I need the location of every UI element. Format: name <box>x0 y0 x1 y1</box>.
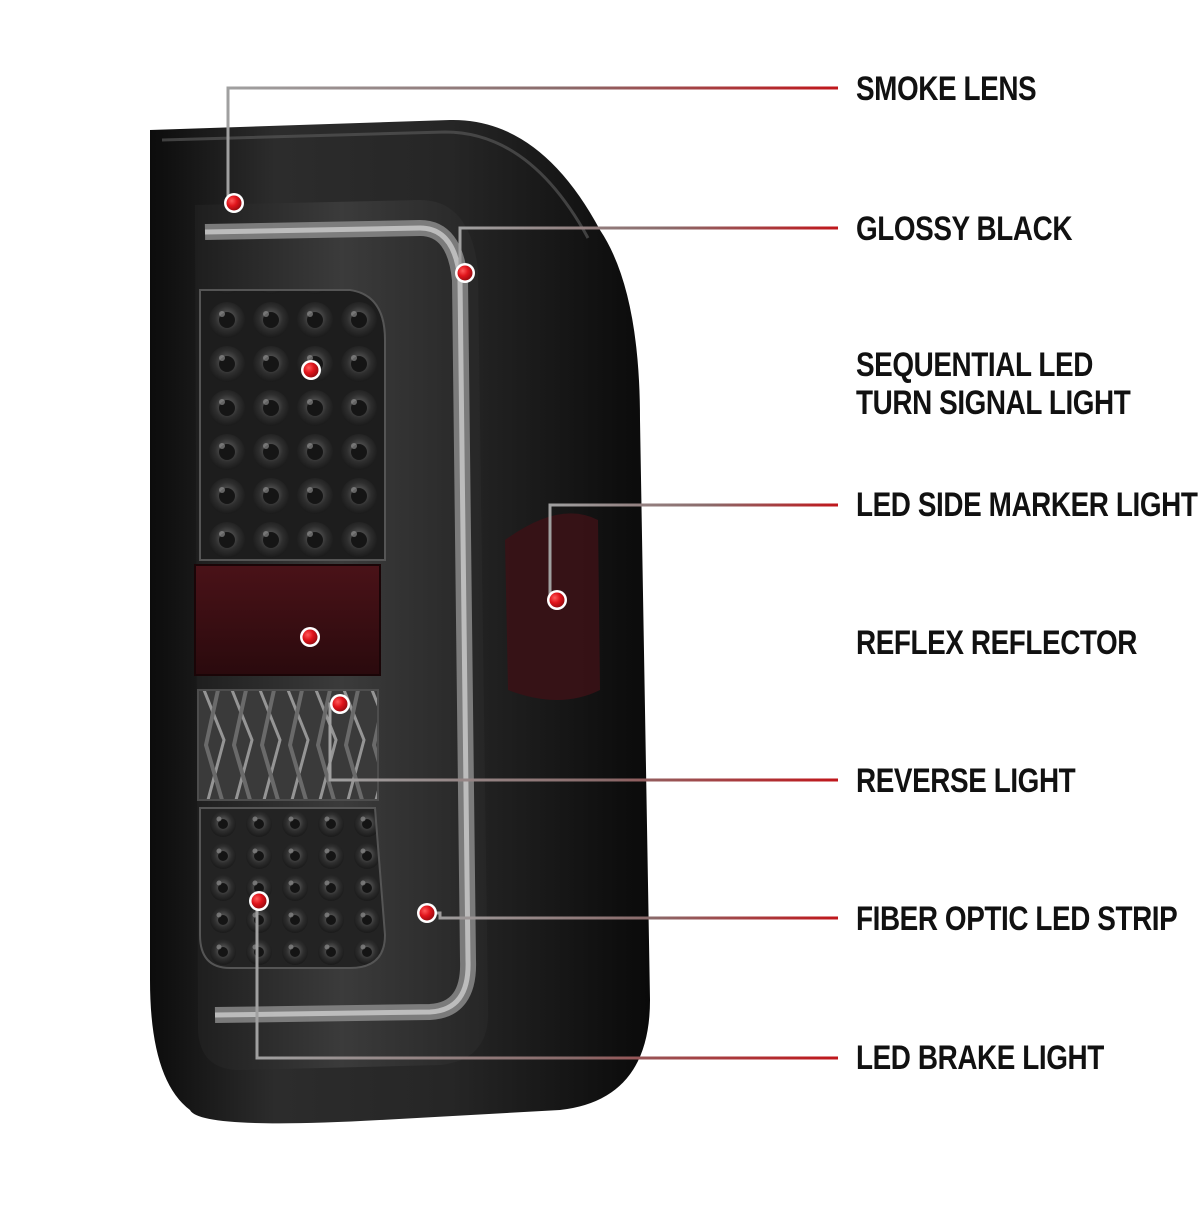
callout-text: TURN SIGNAL LIGHT <box>856 384 1131 422</box>
callout-glossy-black: GLOSSY BLACK <box>856 210 1072 248</box>
callout-text: GLOSSY BLACK <box>856 210 1073 248</box>
marker-dots <box>224 193 567 923</box>
marker-dot-icon <box>455 263 475 283</box>
turn-signal-led-block <box>200 290 385 560</box>
leader-line-side-marker <box>548 503 838 600</box>
marker-dot-icon <box>301 360 321 380</box>
callout-text: SEQUENTIAL LED <box>856 346 1093 384</box>
callout-text: FIBER OPTIC LED STRIP <box>856 900 1178 938</box>
marker-dot-icon <box>300 627 320 647</box>
callout-led-side-marker: LED SIDE MARKER LIGHT <box>856 486 1198 524</box>
callout-text: REVERSE LIGHT <box>856 762 1076 800</box>
callout-fiber-optic-led-strip: FIBER OPTIC LED STRIP <box>856 900 1178 938</box>
reverse-light-block <box>198 690 378 800</box>
marker-dot-icon <box>417 903 437 923</box>
callout-text: SMOKE LENS <box>856 70 1037 108</box>
callout-text: LED SIDE MARKER LIGHT <box>856 486 1198 524</box>
marker-dot-icon <box>249 891 269 911</box>
marker-dot-icon <box>547 590 567 610</box>
marker-dot-icon <box>330 694 350 714</box>
leader-line-smoke-lens <box>226 86 838 200</box>
leader-line-brake <box>255 902 838 1060</box>
brake-led-block <box>200 808 385 968</box>
leader-line-glossy-black <box>458 226 838 272</box>
callout-sequential-led-turn-signal: SEQUENTIAL LED TURN SIGNAL LIGHT <box>856 346 1131 422</box>
callout-reverse-light: REVERSE LIGHT <box>856 762 1076 800</box>
marker-dot-icon <box>224 193 244 213</box>
callout-reflex-reflector: REFLEX REFLECTOR <box>856 624 1137 662</box>
reflex-reflector-block <box>195 565 380 675</box>
callout-text: REFLEX REFLECTOR <box>856 624 1138 662</box>
callout-text: LED BRAKE LIGHT <box>856 1039 1104 1077</box>
callout-led-brake-light: LED BRAKE LIGHT <box>856 1039 1104 1077</box>
callout-smoke-lens: SMOKE LENS <box>856 70 1037 108</box>
